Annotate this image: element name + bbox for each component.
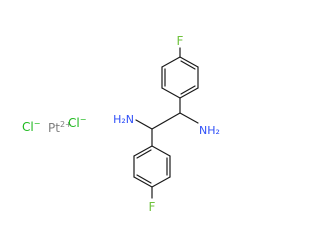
bond bbox=[180, 85, 196, 95]
amine-right-label: NH₂ bbox=[199, 124, 220, 137]
bond bbox=[161, 56, 181, 68]
chloride-left-charge: − bbox=[34, 119, 41, 128]
platinum-ion: Pt2+ bbox=[48, 120, 72, 135]
amine-left-label: H₂N bbox=[113, 113, 134, 126]
chloride-right-charge: − bbox=[80, 115, 87, 124]
chloride-left-symbol: Cl bbox=[22, 120, 34, 134]
bond bbox=[179, 112, 199, 124]
chloride-ion-left: Cl− bbox=[22, 119, 40, 134]
bond bbox=[136, 149, 152, 159]
chloride-ion-right: Cl− bbox=[68, 115, 86, 130]
bond bbox=[179, 56, 199, 68]
bond bbox=[151, 176, 171, 188]
bond bbox=[151, 145, 171, 157]
bond bbox=[133, 145, 153, 157]
bond bbox=[133, 176, 153, 188]
bond bbox=[161, 87, 181, 99]
structure-canvas: F F H₂N NH₂ Cl− Pt2+ Cl− bbox=[22, 34, 220, 214]
fluorine-top-label: F bbox=[177, 34, 184, 48]
bond bbox=[151, 112, 181, 130]
platinum-charge: 2+ bbox=[60, 120, 72, 129]
bond bbox=[180, 60, 196, 70]
platinum-symbol: Pt bbox=[48, 121, 60, 135]
counterion-layer: Cl− Pt2+ Cl− bbox=[22, 115, 86, 135]
bond bbox=[179, 87, 199, 99]
bond bbox=[136, 174, 152, 184]
bond bbox=[135, 119, 153, 130]
atom-label-layer: F F H₂N NH₂ bbox=[113, 34, 220, 214]
bond-layer bbox=[133, 47, 199, 199]
chloride-right-symbol: Cl bbox=[68, 116, 80, 130]
fluorine-bottom-label: F bbox=[149, 200, 156, 214]
